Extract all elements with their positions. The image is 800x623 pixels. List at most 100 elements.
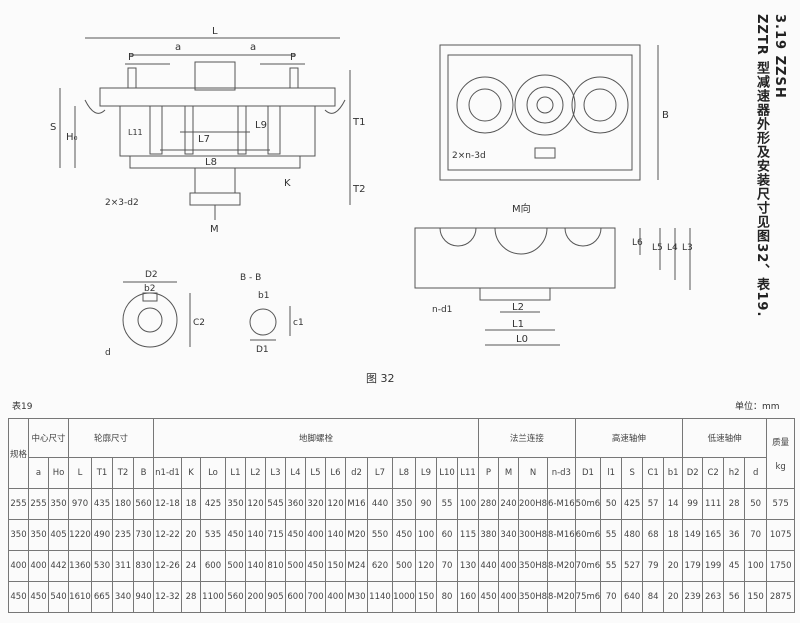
dim-a-2: a [250, 42, 256, 53]
table-cell: 480 [621, 519, 644, 551]
column-header: L7 [367, 457, 393, 489]
unit-label: 单位：mm [735, 402, 780, 412]
table-cell: 350H8 [517, 550, 549, 582]
table-cell: 1220 [68, 519, 92, 551]
dim-B: B [662, 110, 669, 121]
table-cell: 665 [91, 581, 113, 613]
table-cell: 149 [682, 519, 704, 551]
table-cell: 810 [265, 550, 286, 582]
table-cell: 500 [225, 550, 246, 582]
table-cell: 79 [642, 550, 665, 582]
table-cell: 140 [325, 519, 346, 551]
table-cell: 730 [133, 519, 154, 551]
group-header: 地脚螺栓 [153, 418, 479, 458]
table-cell: 450 [392, 519, 416, 551]
table-cell: 8-M20 [547, 550, 576, 582]
table-cell: 180 [112, 488, 134, 520]
table-cell: 340 [498, 519, 519, 551]
bb-label: B - B [240, 273, 261, 283]
table-cell: M30 [345, 581, 368, 613]
dim-L2: L2 [512, 302, 524, 313]
table-cell: 18 [181, 488, 201, 520]
table-cell: 830 [133, 550, 154, 582]
table-cell: 450 [478, 581, 499, 613]
dim-L9: L9 [255, 120, 267, 131]
m-direction-view: M向 L2 L1 L0 n-d1 L6 L5 L4 L3 [414, 202, 693, 346]
column-header: N [517, 457, 549, 489]
column-header: T1 [91, 457, 113, 489]
table-cell: 320 [305, 488, 326, 520]
table-cell: 50m6 [574, 488, 602, 520]
table-cell: 340 [112, 581, 134, 613]
table-cell: 12-22 [153, 519, 182, 551]
table-label: 表19 [12, 402, 33, 412]
table-cell: M16 [345, 488, 368, 520]
table-cell: 12-26 [153, 550, 182, 582]
table-cell: 150 [415, 581, 437, 613]
table-cell: 440 [367, 488, 393, 520]
dim-C2: C2 [193, 318, 205, 328]
table-cell: 490 [91, 519, 113, 551]
table-cell: 56 [723, 581, 746, 613]
table-cell: 640 [621, 581, 644, 613]
dim-n3d: 2×n-3d [452, 151, 486, 161]
table-cell: 12-18 [153, 488, 182, 520]
column-header: L4 [285, 457, 306, 489]
table-cell: 715 [265, 519, 286, 551]
front-elevation-view: L a a P P S H₀ T1 T2 L7 L8 L9 L11 K M 2×… [50, 26, 365, 235]
table-cell: 540 [48, 581, 69, 613]
table-cell: 70 [600, 581, 623, 613]
technical-drawing: L a a P P S H₀ T1 T2 L7 L8 L9 L11 K M 2×… [50, 26, 693, 358]
table-cell: 425 [200, 488, 226, 520]
table-cell: 80 [436, 581, 458, 613]
figure-caption: 图 32 [366, 372, 395, 385]
table-cell: 199 [702, 550, 725, 582]
column-header: L9 [415, 457, 437, 489]
table-cell: 300H8 [517, 519, 549, 551]
table-cell: 450 [285, 519, 306, 551]
table-cell: 350 [225, 488, 246, 520]
column-header: L8 [392, 457, 416, 489]
table-cell: 20 [181, 519, 201, 551]
table-cell: 450 [225, 519, 246, 551]
table-cell: 360 [285, 488, 306, 520]
table-cell: 1000 [392, 581, 416, 613]
column-header: l1 [600, 457, 623, 489]
section-title: 3.19 ZZSH ZZTR 型减速器外形及安装尺寸见图32、表19. [752, 14, 788, 317]
table-cell: 450 [28, 581, 49, 613]
table-cell: 905 [265, 581, 286, 613]
spec-cell: 400 [8, 550, 29, 582]
table-cell: 235 [112, 519, 134, 551]
table-cell: 350 [28, 519, 49, 551]
group-header: 高速轴伸 [574, 418, 684, 458]
title-line-2: ZZTR 型减速器外形及安装尺寸见图32、表19. [754, 14, 769, 318]
table-cell: 75m6 [574, 581, 602, 613]
dim-D2: D2 [145, 270, 158, 280]
table-cell: 28 [723, 488, 746, 520]
table-cell: 1100 [200, 581, 226, 613]
table-cell: 600 [200, 550, 226, 582]
table-cell: 100 [415, 519, 437, 551]
table-cell: 90 [415, 488, 437, 520]
table-cell: 150 [325, 550, 346, 582]
mass-unit: kg [775, 461, 786, 472]
dim-P: P [128, 52, 134, 63]
column-header: B [133, 457, 154, 489]
table-cell: 179 [682, 550, 704, 582]
column-header: Ho [48, 457, 69, 489]
table-cell: 55 [436, 488, 458, 520]
table-cell: 160 [457, 581, 479, 613]
table-cell: 200 [245, 581, 266, 613]
table-cell: 239 [682, 581, 704, 613]
dim-M: M [210, 224, 219, 235]
dim-K: K [284, 178, 291, 189]
table-cell: 400 [498, 581, 519, 613]
column-header: h2 [723, 457, 746, 489]
column-header: L10 [436, 457, 458, 489]
table-cell: 450 [305, 550, 326, 582]
table-cell: 400 [498, 550, 519, 582]
dim-T1: T1 [352, 117, 365, 128]
table-cell: 36 [723, 519, 746, 551]
table-cell: 620 [367, 550, 393, 582]
table-cell: 70 [744, 519, 768, 551]
